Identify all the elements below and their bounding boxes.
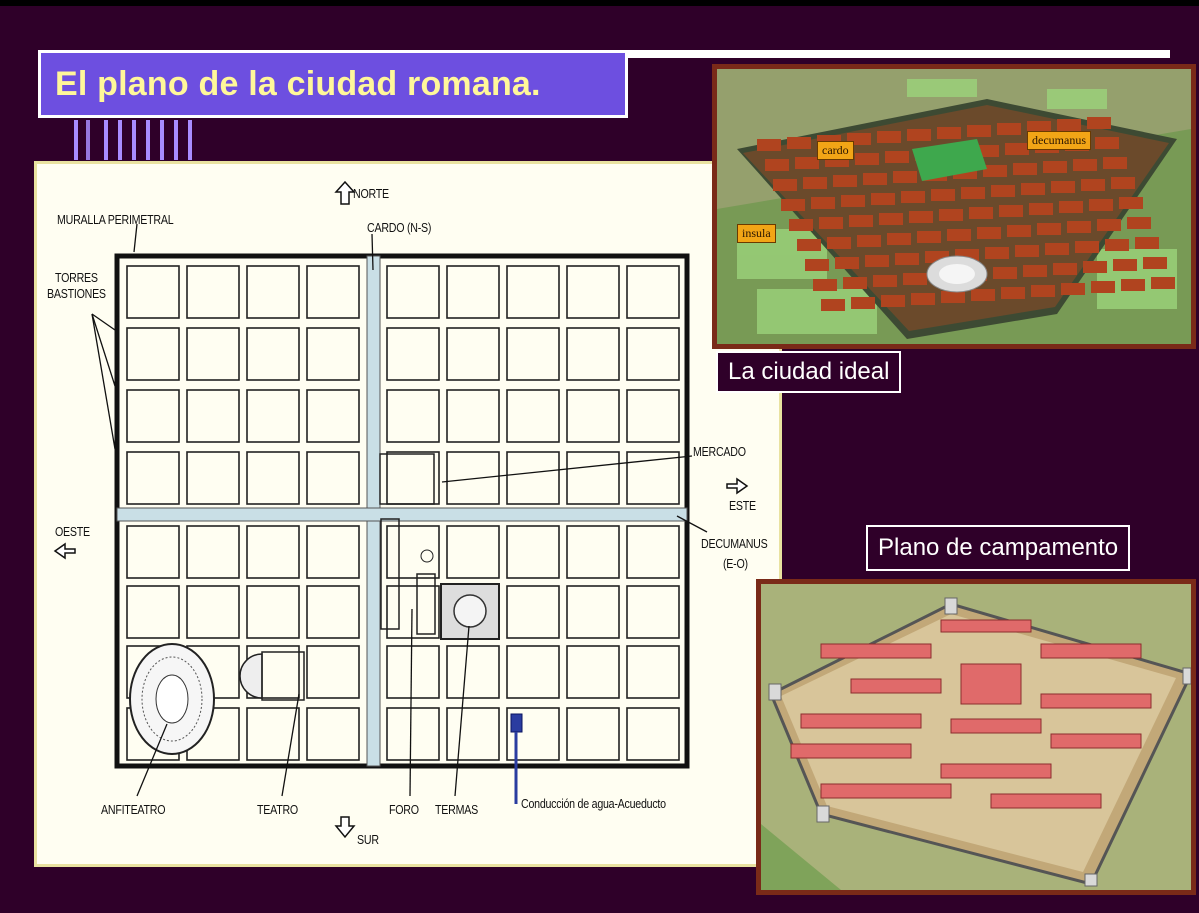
label-oeste: OESTE (55, 524, 90, 539)
label-cardo: CARDO (N-S) (367, 220, 432, 235)
tag-decumanus: decumanus (1027, 131, 1091, 150)
title-rule (625, 50, 1170, 58)
title-box: El plano de la ciudad romana. (38, 50, 628, 118)
label-mercado: MERCADO (693, 444, 746, 459)
ideal-city-image: cardo decumanus insula (712, 64, 1196, 349)
label-foro: FORO (389, 802, 419, 817)
camp-image (756, 579, 1196, 895)
label-teatro: TEATRO (257, 802, 298, 817)
caption-camp: Plano de campamento (866, 525, 1131, 571)
label-norte: NORTE (353, 186, 389, 201)
label-este: ESTE (729, 498, 756, 513)
tag-insula: insula (737, 224, 776, 243)
label-anfiteatro: ANFITEATRO (101, 802, 166, 817)
label-acueducto: Conducción de agua-Acueducto (521, 796, 666, 811)
caption-ideal-city: La ciudad ideal (716, 351, 902, 393)
forum-shape (380, 518, 400, 630)
label-decumanus: DECUMANUS (701, 536, 768, 551)
slide-title: El plano de la ciudad romana. (55, 64, 541, 103)
towers (114, 253, 690, 769)
label-decumanus-eo: (E-O) (723, 556, 748, 571)
city-plan-drawing (53, 180, 749, 839)
market-shape (379, 453, 435, 505)
label-bastiones: BASTIONES (47, 286, 106, 301)
theater-shape (239, 653, 263, 699)
ideal-city-illustration (717, 69, 1191, 344)
aqueduct-shape (510, 713, 523, 733)
compass-arrows (53, 180, 749, 839)
camp-illustration (761, 584, 1191, 890)
decumanus-street (116, 507, 688, 522)
label-sur: SUR (357, 832, 379, 847)
insula-blocks (126, 265, 680, 761)
label-torres: TORRES (55, 270, 98, 285)
label-muralla: MURALLA PERIMETRAL (57, 212, 174, 227)
city-plan: NORTE MURALLA PERIMETRAL CARDO (N-S) TOR… (34, 161, 782, 867)
label-termas: TERMAS (435, 802, 478, 817)
decorative-stripes (74, 120, 214, 160)
tag-cardo: cardo (817, 141, 854, 160)
